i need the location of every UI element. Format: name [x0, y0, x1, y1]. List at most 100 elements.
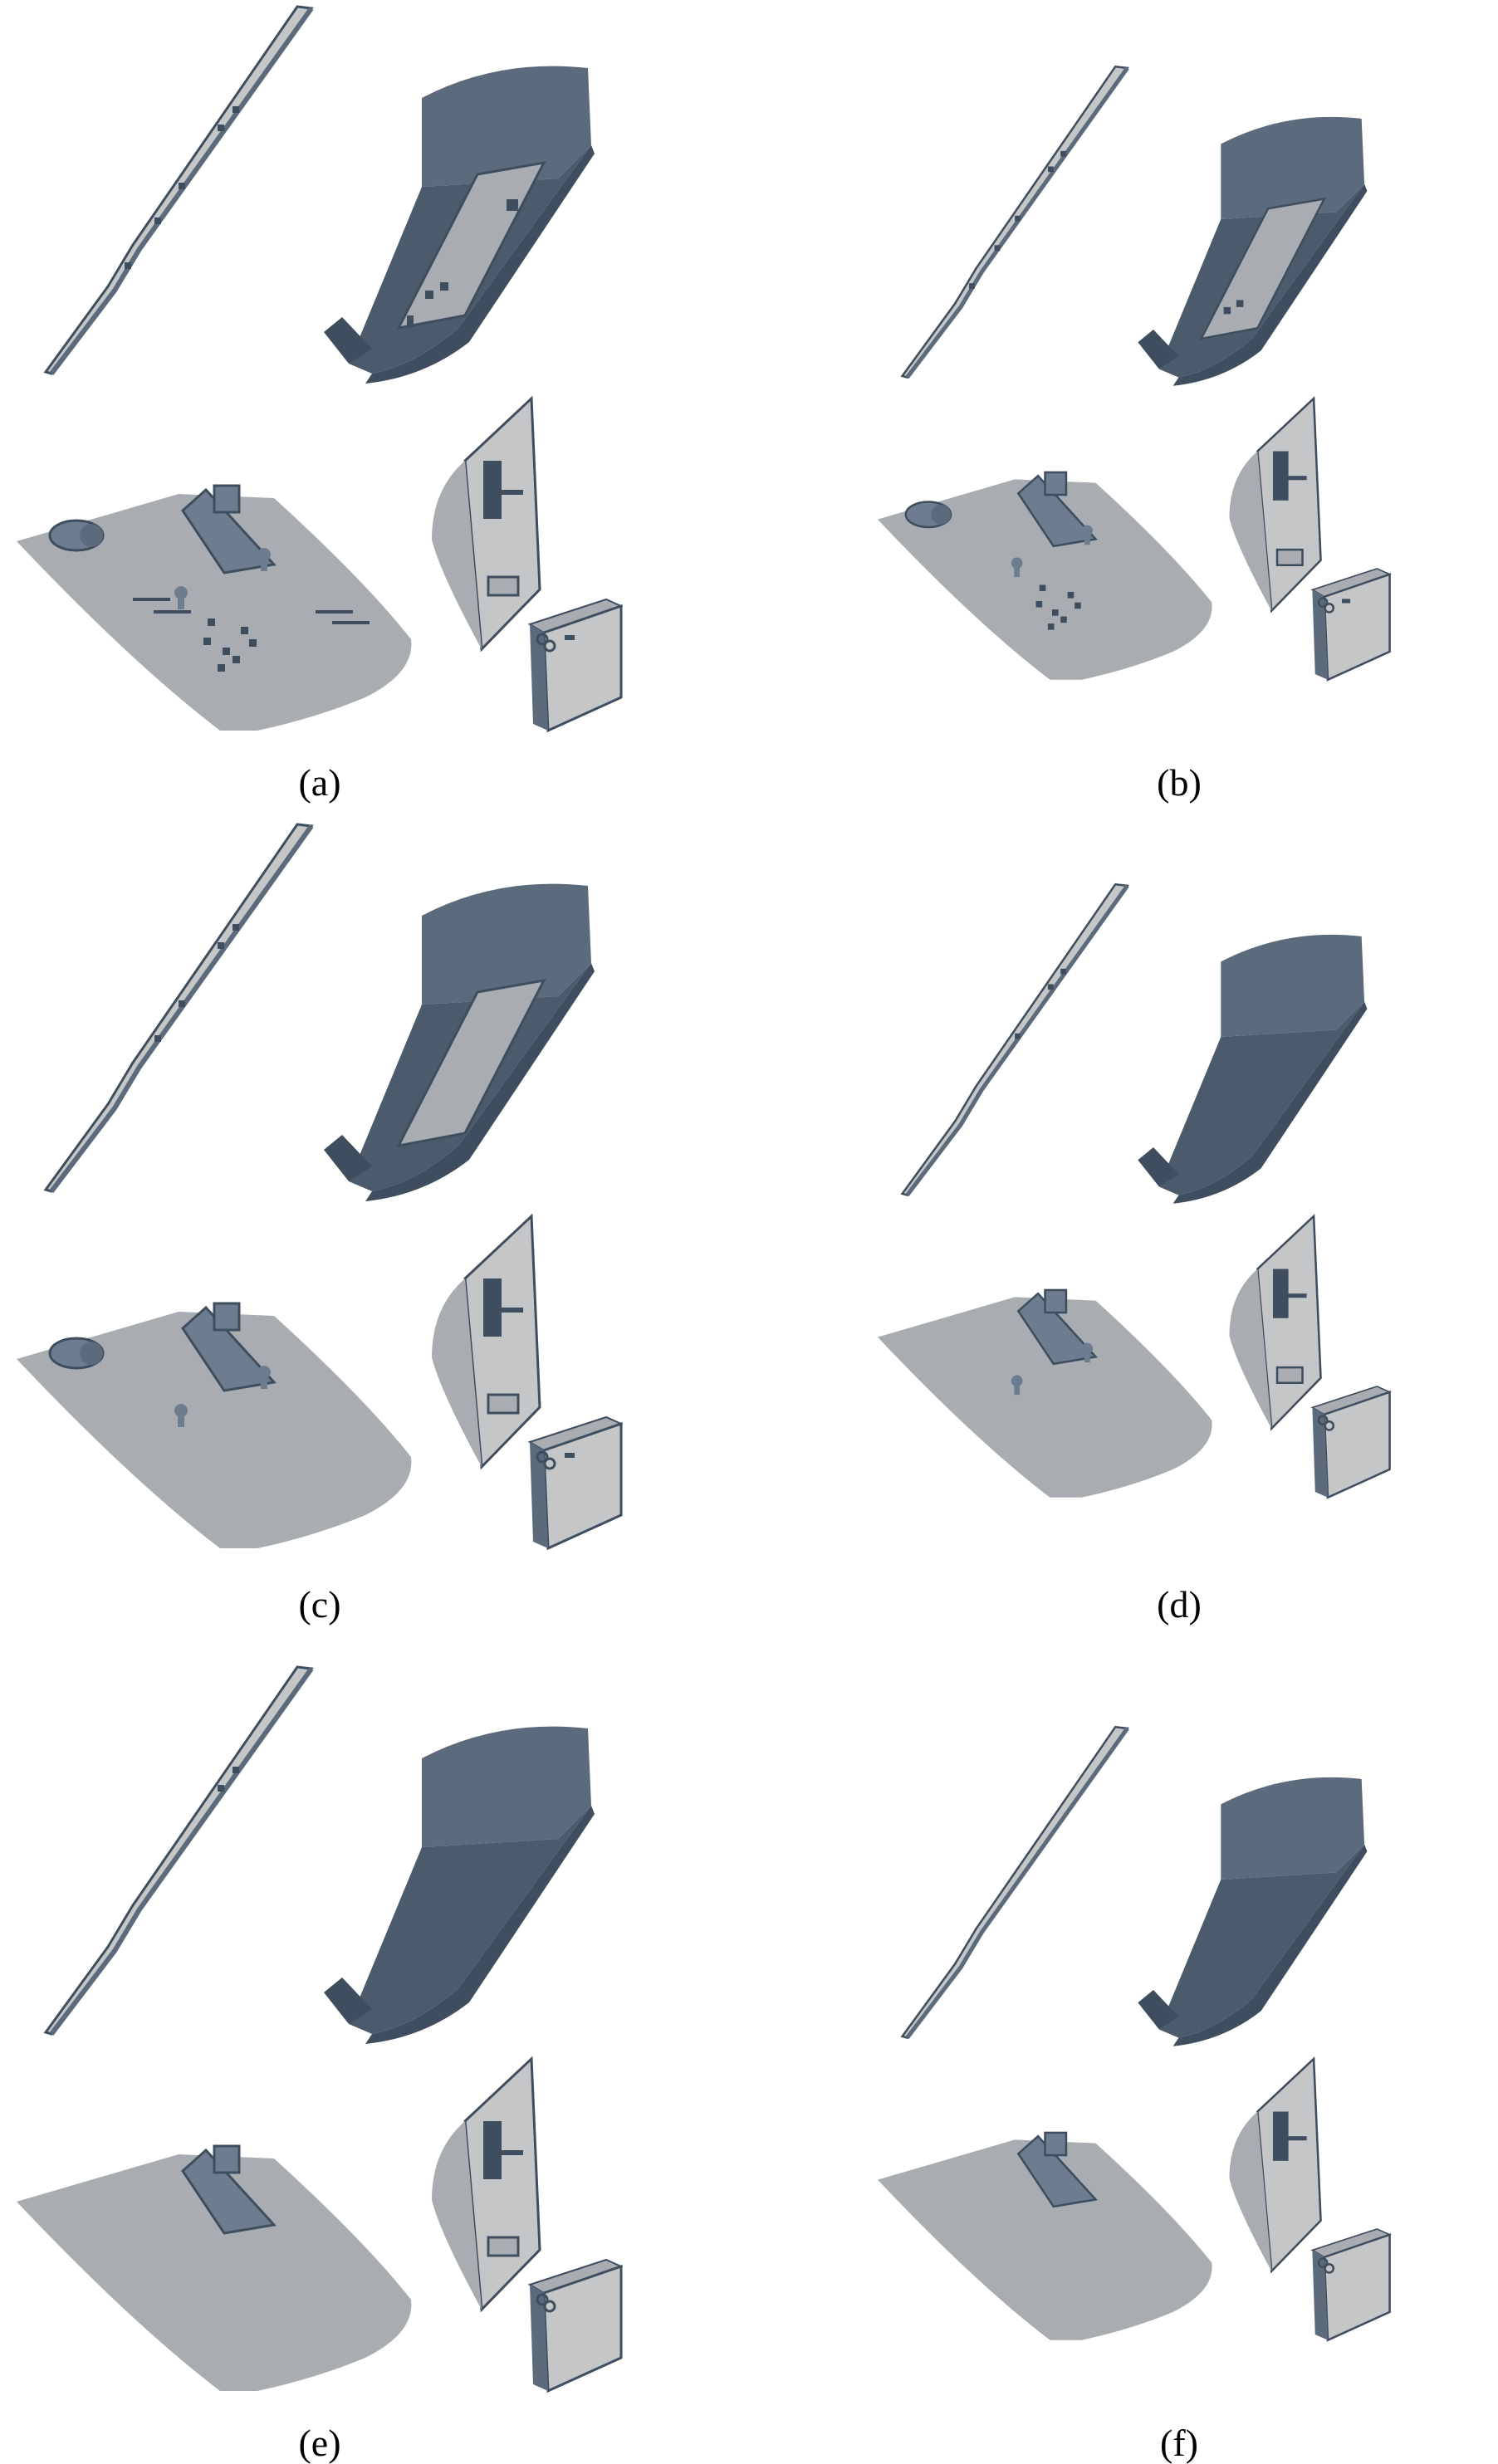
- strip-feature: [179, 183, 185, 189]
- dome-top: [80, 524, 103, 547]
- tall-bracket-part: [432, 395, 541, 653]
- plate-pad: [249, 639, 257, 647]
- tall-slot: [1272, 1269, 1289, 1318]
- panel-e: [0, 1660, 749, 2457]
- strip-feature: [233, 924, 239, 931]
- box-hole: [536, 633, 549, 646]
- plate-pad: [208, 618, 215, 626]
- plate-pad: [233, 656, 240, 663]
- pin-stem: [261, 555, 267, 571]
- tall-slot-bar: [1278, 476, 1307, 481]
- plate-pad: [1035, 600, 1043, 608]
- caption-a: (a): [298, 761, 341, 804]
- tall-slot-bar: [490, 1308, 523, 1313]
- strip-feature: [1047, 166, 1054, 173]
- small-box-part: [1310, 2228, 1392, 2342]
- thin-strip-part: [900, 1725, 1129, 2040]
- tall-slot: [1272, 2111, 1289, 2161]
- strip-feature: [1015, 215, 1021, 222]
- panel-b: [864, 0, 1498, 797]
- dome-top: [80, 1342, 103, 1365]
- tall-window: [487, 1393, 520, 1415]
- base-plate-part: [877, 2131, 1212, 2340]
- caption-f: (f): [1160, 2422, 1198, 2464]
- bracket: [181, 487, 277, 574]
- plate-marking: [154, 610, 191, 614]
- tall-window: [1275, 1366, 1304, 1385]
- caption-b: (b): [1157, 761, 1202, 804]
- plate-pad: [1051, 609, 1059, 616]
- caption-d: (d): [1157, 1583, 1202, 1626]
- base-plate-part: [17, 2144, 412, 2391]
- strip-feature: [154, 1035, 161, 1042]
- box-slot: [565, 1453, 575, 1458]
- strip-feature: [218, 1785, 224, 1792]
- panel-a: [0, 0, 749, 797]
- panel-c: [0, 818, 749, 1615]
- thin-strip-part: [43, 1665, 314, 2036]
- thin-strip-part: [900, 65, 1129, 379]
- tall-slot-bar: [490, 490, 523, 495]
- hood-inner-panel: [1199, 197, 1327, 340]
- bracket-block: [213, 1302, 241, 1332]
- hood-inner-panel: [396, 979, 546, 1148]
- strip-feature: [1015, 1033, 1021, 1039]
- pin-stem: [1084, 530, 1090, 545]
- strip-feature: [218, 942, 224, 949]
- hood-feature: [425, 291, 433, 299]
- hood-feature: [507, 199, 518, 211]
- tall-slot-bar: [1278, 2136, 1307, 2141]
- pin-stem: [261, 1372, 267, 1389]
- small-box-part: [527, 2258, 624, 2393]
- strip-feature: [179, 1000, 185, 1007]
- caption-e: (e): [298, 2422, 341, 2464]
- pin-stem: [1084, 1348, 1090, 1363]
- hood-part: [1138, 1777, 1368, 2046]
- plate-pad: [241, 627, 248, 634]
- plate-pad: [203, 638, 211, 645]
- plate-pad: [1039, 584, 1046, 592]
- thin-strip-part: [43, 5, 314, 375]
- bracket-block: [1044, 2131, 1068, 2157]
- plate-marking: [316, 610, 353, 614]
- pin-stem: [1014, 563, 1021, 578]
- hood-feature: [440, 282, 448, 291]
- box-hole: [1317, 597, 1329, 608]
- tall-bracket-part: [432, 2056, 541, 2313]
- strip-feature: [1060, 968, 1066, 975]
- box-slot: [565, 635, 575, 640]
- bracket: [1016, 474, 1099, 548]
- pin-stem: [1014, 1381, 1021, 1396]
- base-plate-part: [17, 1302, 412, 1548]
- bracket: [181, 1305, 277, 1392]
- tall-slot-bar: [490, 2150, 523, 2155]
- box-hole: [536, 2293, 549, 2306]
- dome-top: [931, 504, 952, 525]
- bracket: [181, 2148, 277, 2235]
- strip-feature: [218, 125, 224, 131]
- hood-feature: [1236, 300, 1244, 307]
- tall-bracket-part: [1229, 1214, 1322, 1431]
- hood-part: [324, 1726, 595, 2044]
- thin-strip-part: [900, 882, 1129, 1197]
- bracket-block: [213, 2144, 241, 2174]
- hood-part: [1138, 116, 1368, 386]
- plate-pad: [1047, 623, 1055, 630]
- box-slot: [1341, 599, 1351, 604]
- strip-feature: [125, 262, 131, 269]
- tall-window: [487, 575, 520, 597]
- tall-slot-bar: [1278, 1293, 1307, 1298]
- box-hole: [543, 2300, 556, 2313]
- plate-pad: [1067, 591, 1075, 599]
- pin-stem: [178, 1410, 184, 1427]
- box-hole: [543, 639, 556, 653]
- pin-stem: [178, 593, 184, 609]
- thin-strip-part: [43, 823, 314, 1193]
- box-hole: [1317, 1415, 1329, 1425]
- small-box-part: [1310, 1386, 1392, 1499]
- bracket: [1016, 1292, 1099, 1366]
- strip-feature: [994, 245, 1001, 252]
- bracket: [1016, 2134, 1099, 2208]
- bracket-block: [1044, 1288, 1068, 1314]
- bracket-block: [1044, 471, 1068, 496]
